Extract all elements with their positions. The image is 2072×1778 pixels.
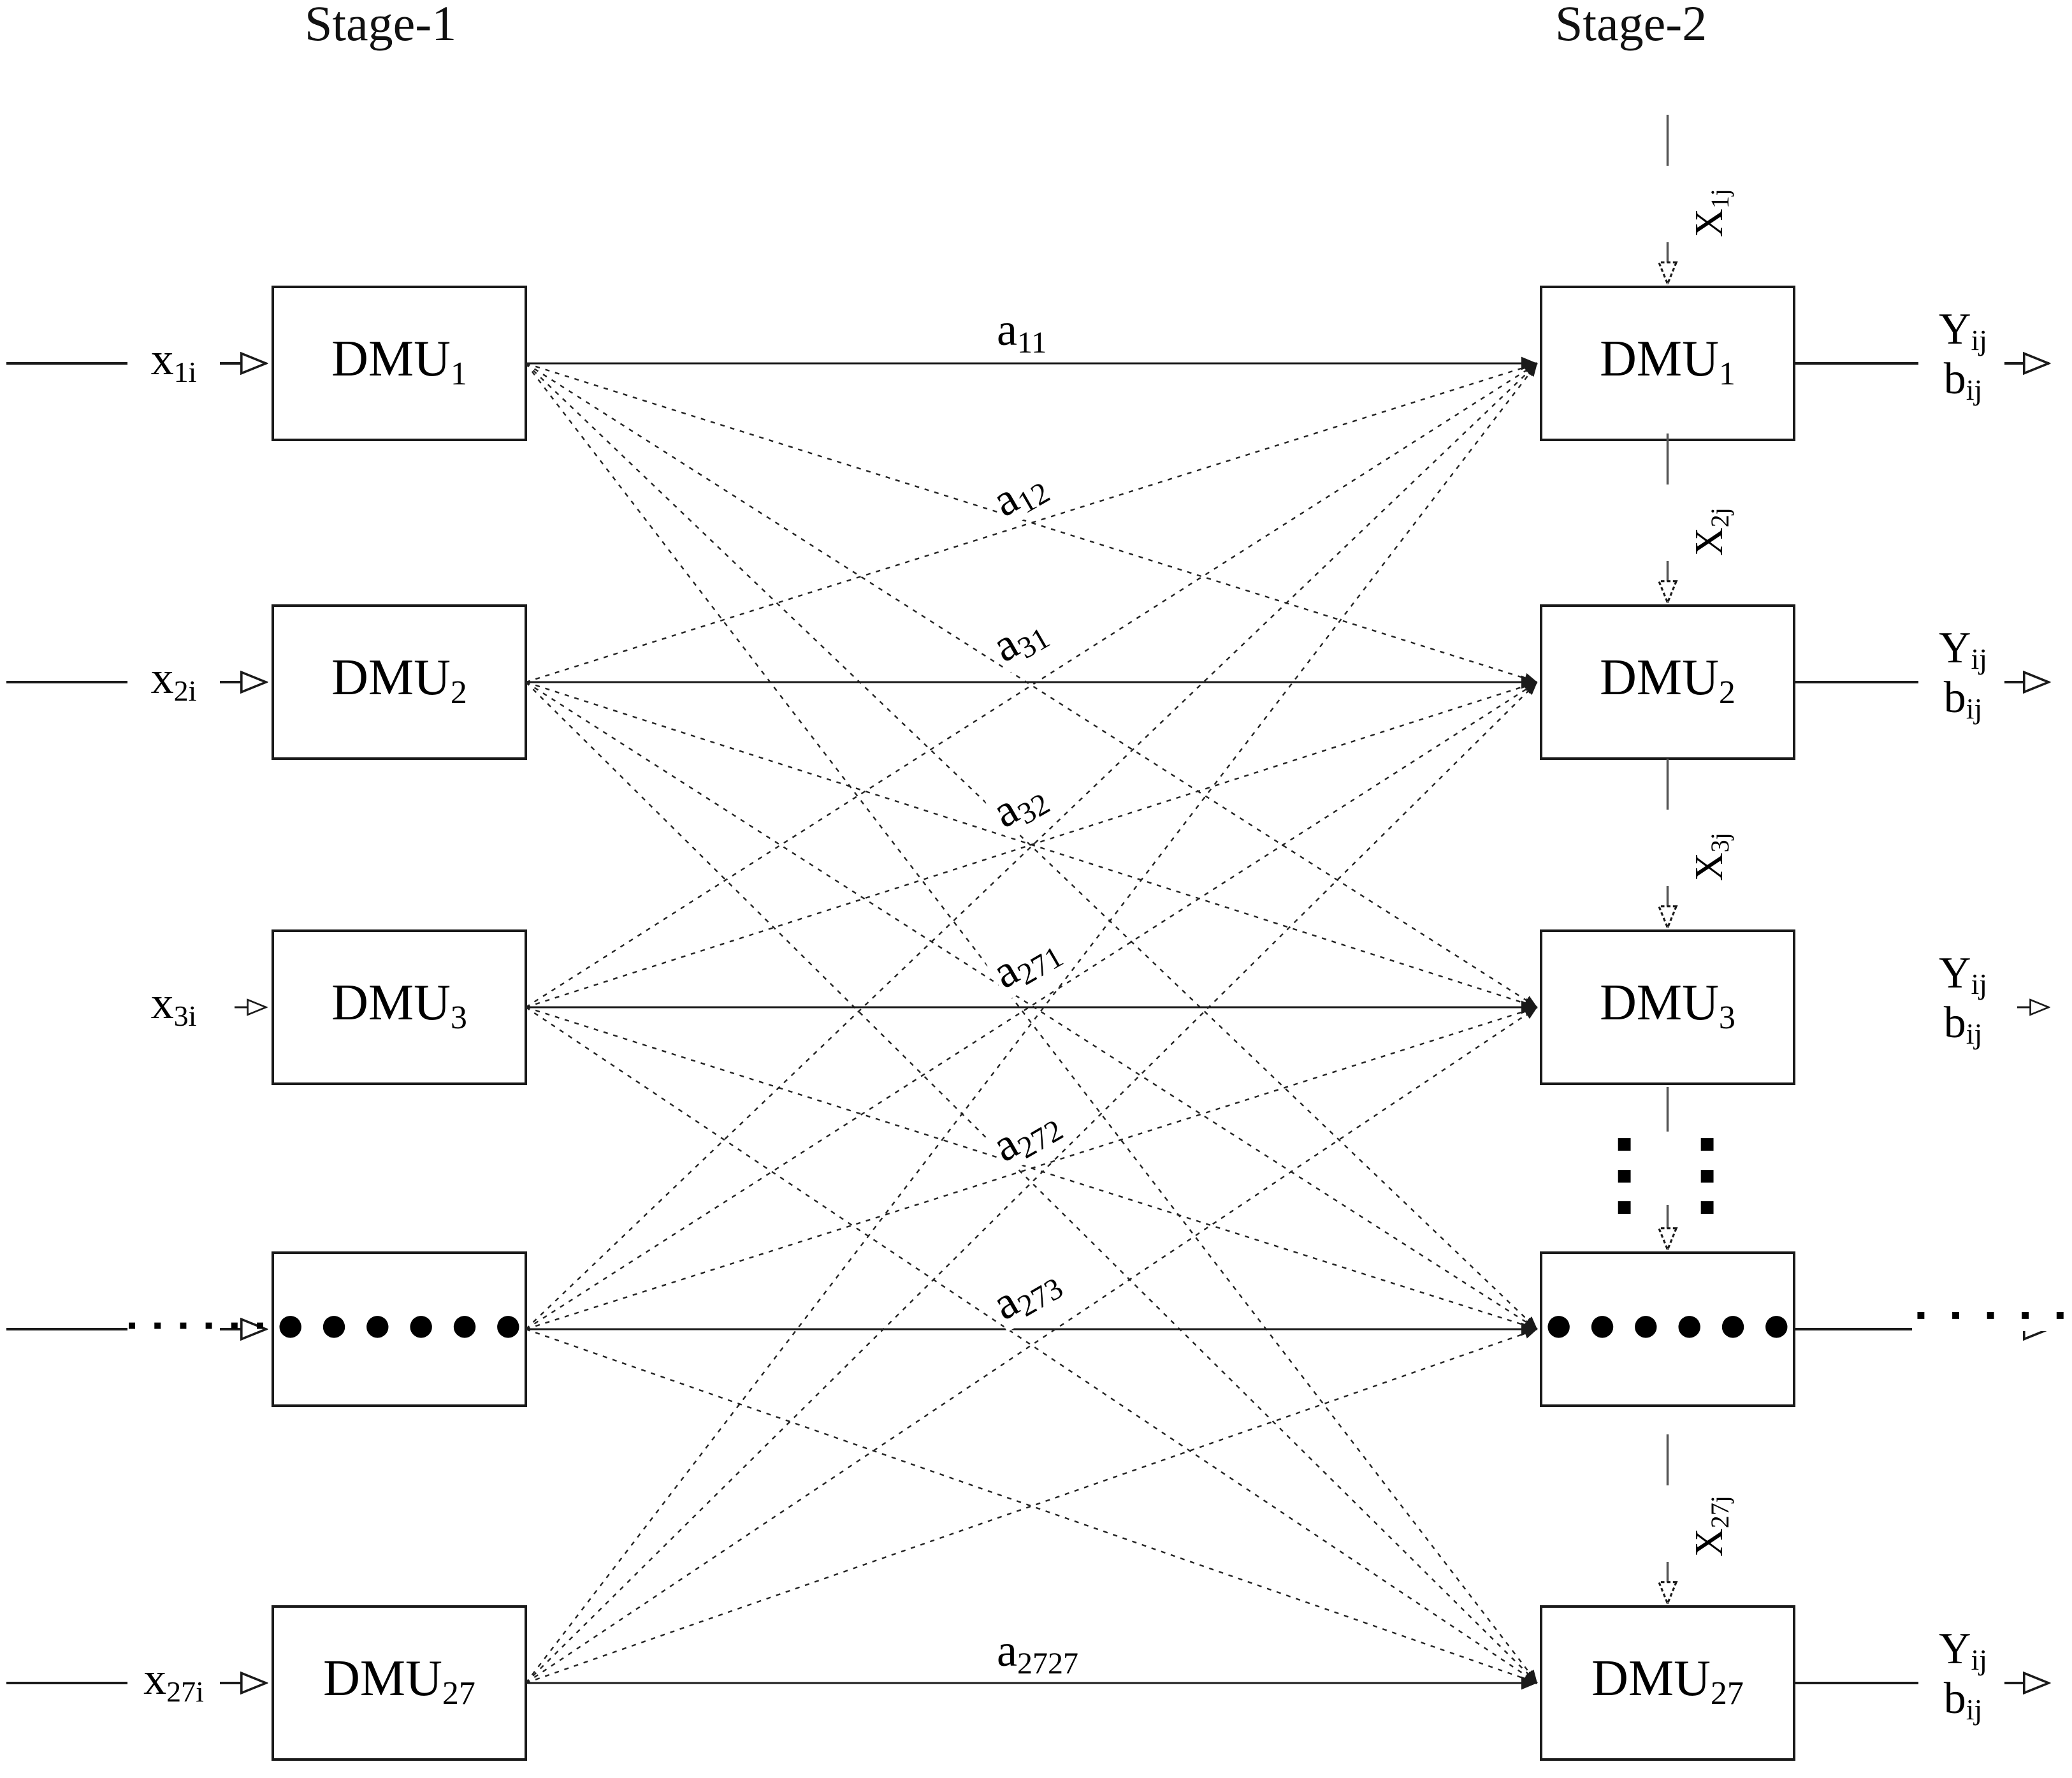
stage2-node-label-0: DMU1 bbox=[1600, 331, 1735, 392]
stage2-vertical-ellipsis-left: ▪▪▪ bbox=[1615, 1116, 1634, 1235]
stage1-input-label-2: x3i bbox=[127, 977, 220, 1032]
arc-s1-3-to-s2-0 bbox=[525, 363, 1538, 1330]
arc-s1-0-to-s2-3 bbox=[525, 363, 1538, 1330]
arc-s1-0-to-s2-1 bbox=[525, 362, 1538, 683]
arc-s1-2-to-s2-1 bbox=[525, 681, 1538, 1009]
stage1-node-label-0: DMU1 bbox=[331, 331, 467, 392]
stage1-node-label-2: DMU3 bbox=[331, 975, 467, 1036]
stage1-header: Stage-1 bbox=[305, 0, 457, 51]
stage1-node-label-1: DMU2 bbox=[331, 650, 467, 711]
stage2-output-ellipsis: ▪ ▪ ▪ ▪ ▪ ▪ bbox=[1912, 1299, 2072, 1331]
stage1-input-label-0: x1i bbox=[127, 333, 220, 388]
arc-s1-1-to-s2-4 bbox=[525, 681, 1538, 1684]
arc-s1-4-to-s2-2 bbox=[525, 1007, 1538, 1684]
arc-label-a2727: a2727 bbox=[994, 1624, 1081, 1680]
stage2-top-input-label-1: X2j bbox=[1687, 507, 1734, 556]
stage1-node-label-4: DMU27 bbox=[323, 1650, 475, 1712]
stage1-node-label-3: ● ● ● ● ● ● bbox=[275, 1297, 524, 1353]
stage2-top-input-label-0: X1j bbox=[1687, 189, 1734, 237]
arc-s1-0-to-s2-4 bbox=[525, 363, 1538, 1684]
arc-s1-4-to-s2-0 bbox=[525, 363, 1538, 1684]
stage1-input-label-3: ▪ ▪ ▪ ▪ ▪ ▪ bbox=[127, 1310, 270, 1340]
stage2-node-label-1: DMU2 bbox=[1600, 650, 1735, 711]
arc-s1-1-to-s2-0 bbox=[525, 362, 1538, 683]
stage1-input-label-1: x2i bbox=[127, 652, 220, 707]
arc-label-a11: a11 bbox=[994, 303, 1050, 360]
stage2-vertical-ellipsis-right: ▪▪▪ bbox=[1698, 1116, 1716, 1235]
stage1-input-label-4: x27i bbox=[127, 1652, 220, 1708]
arc-s1-3-to-s2-2 bbox=[525, 1006, 1538, 1330]
arc-s1-2-to-s2-4 bbox=[525, 1007, 1538, 1684]
arc-s1-1-to-s2-3 bbox=[525, 681, 1538, 1330]
stage2-node-label-4: DMU27 bbox=[1591, 1650, 1744, 1712]
stage2-top-input-label-2: X3j bbox=[1687, 833, 1734, 881]
stage2-header: Stage-2 bbox=[1555, 0, 1707, 51]
stage2-node-label-2: DMU3 bbox=[1600, 975, 1735, 1036]
arc-s1-3-to-s2-1 bbox=[525, 681, 1538, 1330]
stage2-top-input-label-4: X27j bbox=[1687, 1496, 1734, 1557]
stage2-node-label-3: ● ● ● ● ● ● bbox=[1543, 1297, 1792, 1353]
arc-s1-4-to-s2-1 bbox=[525, 681, 1538, 1684]
